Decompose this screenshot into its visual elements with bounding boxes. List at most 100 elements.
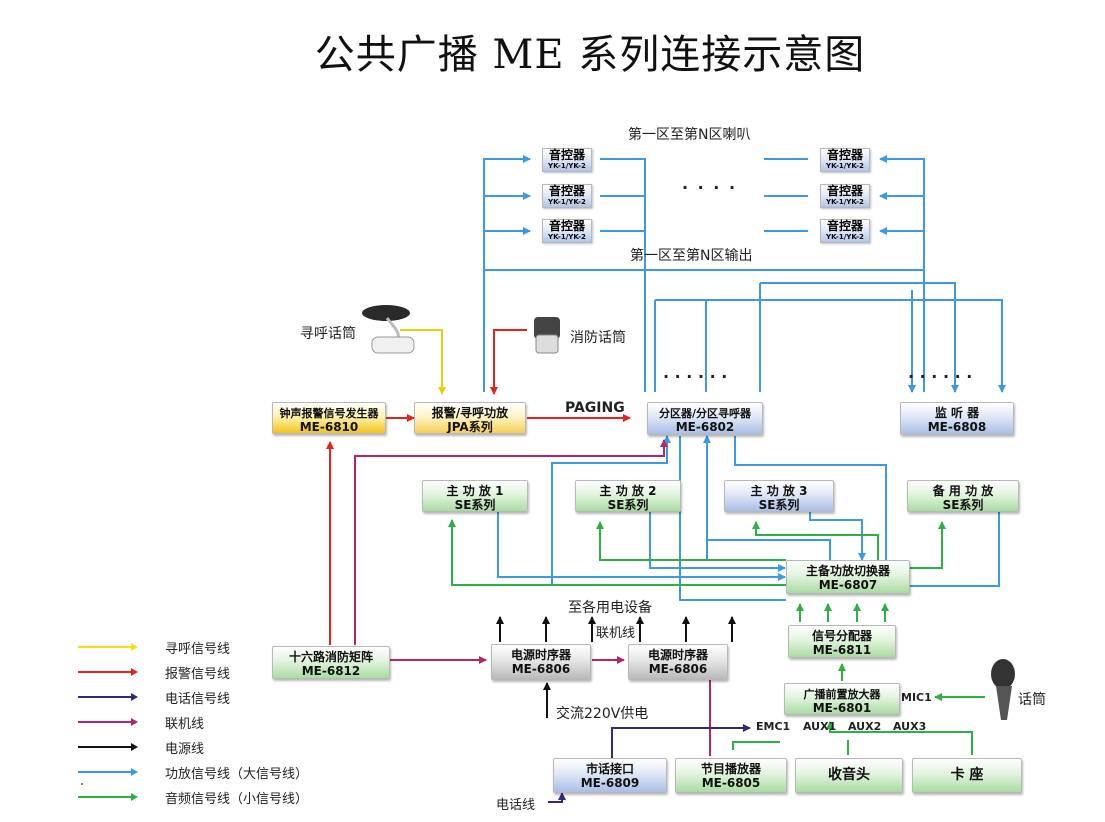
volume-control-model: YK-1/YK-2 — [826, 198, 864, 206]
zoner-dots: · · · · · · — [663, 367, 728, 386]
monitor-dots: · · · · · · — [908, 367, 973, 386]
amp3-model: SE系列 — [758, 498, 800, 512]
volume-control-model: YK-1/YK-2 — [826, 233, 864, 241]
fire-matrix-name: 十六路消防矩阵 — [288, 650, 373, 664]
zoner-model: ME-6802 — [675, 420, 735, 434]
jpa-name: 报警/寻呼功放 — [431, 406, 509, 420]
speaker-lines — [483, 155, 1006, 393]
main-amp-1: 主 功 放 1 SE系列 — [422, 480, 528, 512]
audio-lines — [448, 519, 985, 755]
phone-name: 市话接口 — [585, 762, 634, 776]
backup-amp: 备 用 功 放 SE系列 — [907, 480, 1019, 512]
preamplifier: 广播前置放大器 ME-6801 — [784, 683, 900, 715]
legend — [78, 643, 138, 801]
paging-mic-label: 寻呼话筒 — [300, 326, 356, 342]
seq2-name: 电源时序器 — [647, 648, 708, 662]
fire-mic-icon — [534, 317, 560, 354]
phone-model: ME-6809 — [580, 776, 640, 790]
volume-control-name: 音控器 — [826, 184, 863, 198]
legend-label: 音频信号线（小信号线） — [165, 792, 309, 807]
amp-switcher: 主备功放切换器 ME-6807 — [786, 560, 910, 594]
phone-lines — [548, 724, 751, 803]
cassette-deck: 卡 座 — [912, 758, 1022, 793]
handheld-mic-icon — [991, 659, 1015, 720]
backup-amp-model: SE系列 — [942, 498, 984, 512]
fire-matrix-model: ME-6812 — [301, 664, 361, 678]
link-label: 联机线 — [596, 626, 636, 641]
output-zone-label: 第一区至第N区输出 — [630, 248, 753, 264]
paging-label: PAGING — [565, 400, 625, 416]
volume-control-name: 音控器 — [548, 148, 585, 162]
jpa-model: JPA系列 — [447, 420, 493, 434]
volume-control-model: YK-1/YK-2 — [548, 233, 586, 241]
power-sequencer-1: 电源时序器 ME-6806 — [491, 644, 591, 680]
ac-power-label: 交流220V供电 — [556, 706, 649, 722]
paging-mic-icon — [362, 305, 415, 354]
volume-control-model: YK-1/YK-2 — [548, 162, 586, 170]
paging-line — [400, 329, 446, 395]
middle-dots: · · · · — [682, 178, 738, 197]
legend-label: 功放信号线（大信号线） — [165, 767, 309, 782]
legend-arrowhead — [131, 643, 138, 651]
legend-label: 电话信号线 — [165, 692, 231, 707]
amp2-model: SE系列 — [607, 498, 649, 512]
aux1-label: AUX1 — [803, 720, 837, 733]
legend-label: 寻呼信号线 — [165, 642, 231, 657]
jpa-amplifier: 报警/寻呼功放 JPA系列 — [414, 402, 526, 434]
seq1-name: 电源时序器 — [510, 648, 571, 662]
main-amp-2: 主 功 放 2 SE系列 — [575, 480, 681, 512]
amp1-name: 主 功 放 1 — [446, 484, 504, 498]
legend-label: 报警信号线 — [165, 667, 231, 682]
splitter-model: ME-6811 — [812, 643, 872, 657]
speaker-zone-label: 第一区至第N区喇叭 — [628, 127, 751, 143]
tuner-name: 收音头 — [828, 767, 870, 783]
radio-tuner: 收音头 — [795, 758, 903, 793]
power-sequencer-2: 电源时序器 ME-6806 — [628, 644, 728, 680]
link-lines — [354, 439, 711, 756]
chime-model: ME-6810 — [299, 420, 359, 434]
legend-arrowhead — [131, 693, 138, 701]
volume-control-name: 音控器 — [826, 219, 863, 233]
phone-line-label: 电话线 — [496, 798, 536, 813]
player-model: ME-6805 — [701, 776, 761, 790]
splitter-name: 信号分配器 — [811, 629, 872, 643]
switcher-name: 主备功放切换器 — [805, 564, 890, 578]
monitor-model: ME-6808 — [927, 420, 987, 434]
legend-arrowhead — [131, 743, 138, 751]
legend-arrowhead — [131, 668, 138, 676]
zoner-name: 分区器/分区寻呼器 — [658, 407, 752, 420]
mic-label: 话筒 — [1018, 692, 1046, 708]
page-title: 公共广播 ME 系列连接示意图 — [314, 32, 866, 78]
amp1-model: SE系列 — [454, 498, 496, 512]
player-name: 节目播放器 — [700, 762, 761, 776]
phone-interface: 市话接口 ME-6809 — [553, 758, 667, 793]
main-amp-3: 主 功 放 3 SE系列 — [724, 480, 834, 512]
amp2-name: 主 功 放 2 — [599, 484, 657, 498]
fire-mic-label: 消防话筒 — [570, 330, 626, 346]
preamp-name: 广播前置放大器 — [803, 688, 881, 701]
to-equipment-label: 至各用电设备 — [568, 600, 652, 616]
power-lines — [496, 616, 736, 718]
zoner-box: 分区器/分区寻呼器 ME-6802 — [647, 402, 763, 435]
fire-matrix: 十六路消防矩阵 ME-6812 — [272, 646, 390, 679]
monitor-name: 监 听 器 — [934, 406, 980, 420]
legend-arrowhead — [131, 793, 138, 801]
emc1-label: EMC1 — [756, 720, 791, 733]
monitor-box: 监 听 器 ME-6808 — [900, 402, 1014, 435]
amp3-name: 主 功 放 3 — [750, 484, 808, 498]
volume-control-model: YK-1/YK-2 — [548, 198, 586, 206]
legend-label: 电源线 — [165, 742, 205, 757]
deck-name: 卡 座 — [950, 767, 984, 783]
preamp-model: ME-6801 — [812, 701, 872, 715]
chime-generator: 钟声报警信号发生器 ME-6810 — [272, 402, 386, 434]
aux3-label: AUX3 — [893, 720, 927, 733]
program-player: 节目播放器 ME-6805 — [675, 758, 787, 793]
legend-arrowhead — [131, 768, 138, 776]
amp-signal-lines — [497, 435, 1000, 601]
alarm-lines — [326, 329, 631, 645]
